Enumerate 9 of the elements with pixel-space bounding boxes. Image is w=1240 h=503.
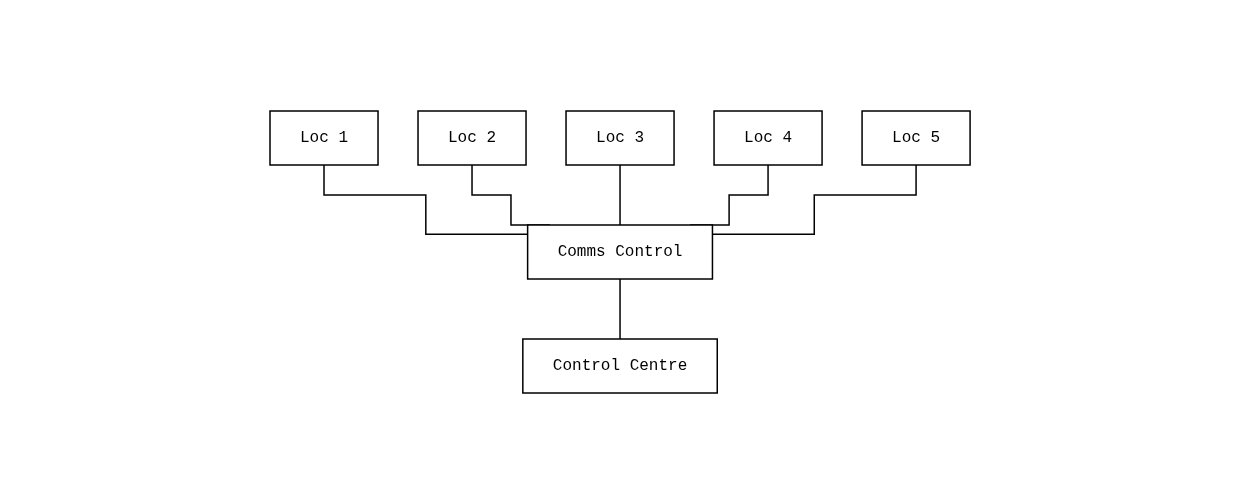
node-box: Control Centre (522, 337, 718, 394)
connector (619, 277, 621, 340)
connector (619, 163, 621, 226)
node-box: Loc 4 (713, 109, 823, 166)
node-box: Loc 3 (565, 109, 675, 166)
node-box: Loc 1 (269, 109, 379, 166)
node-box: Comms Control (526, 223, 714, 280)
node-box: Loc 5 (861, 109, 971, 166)
node-box: Loc 2 (417, 109, 527, 166)
